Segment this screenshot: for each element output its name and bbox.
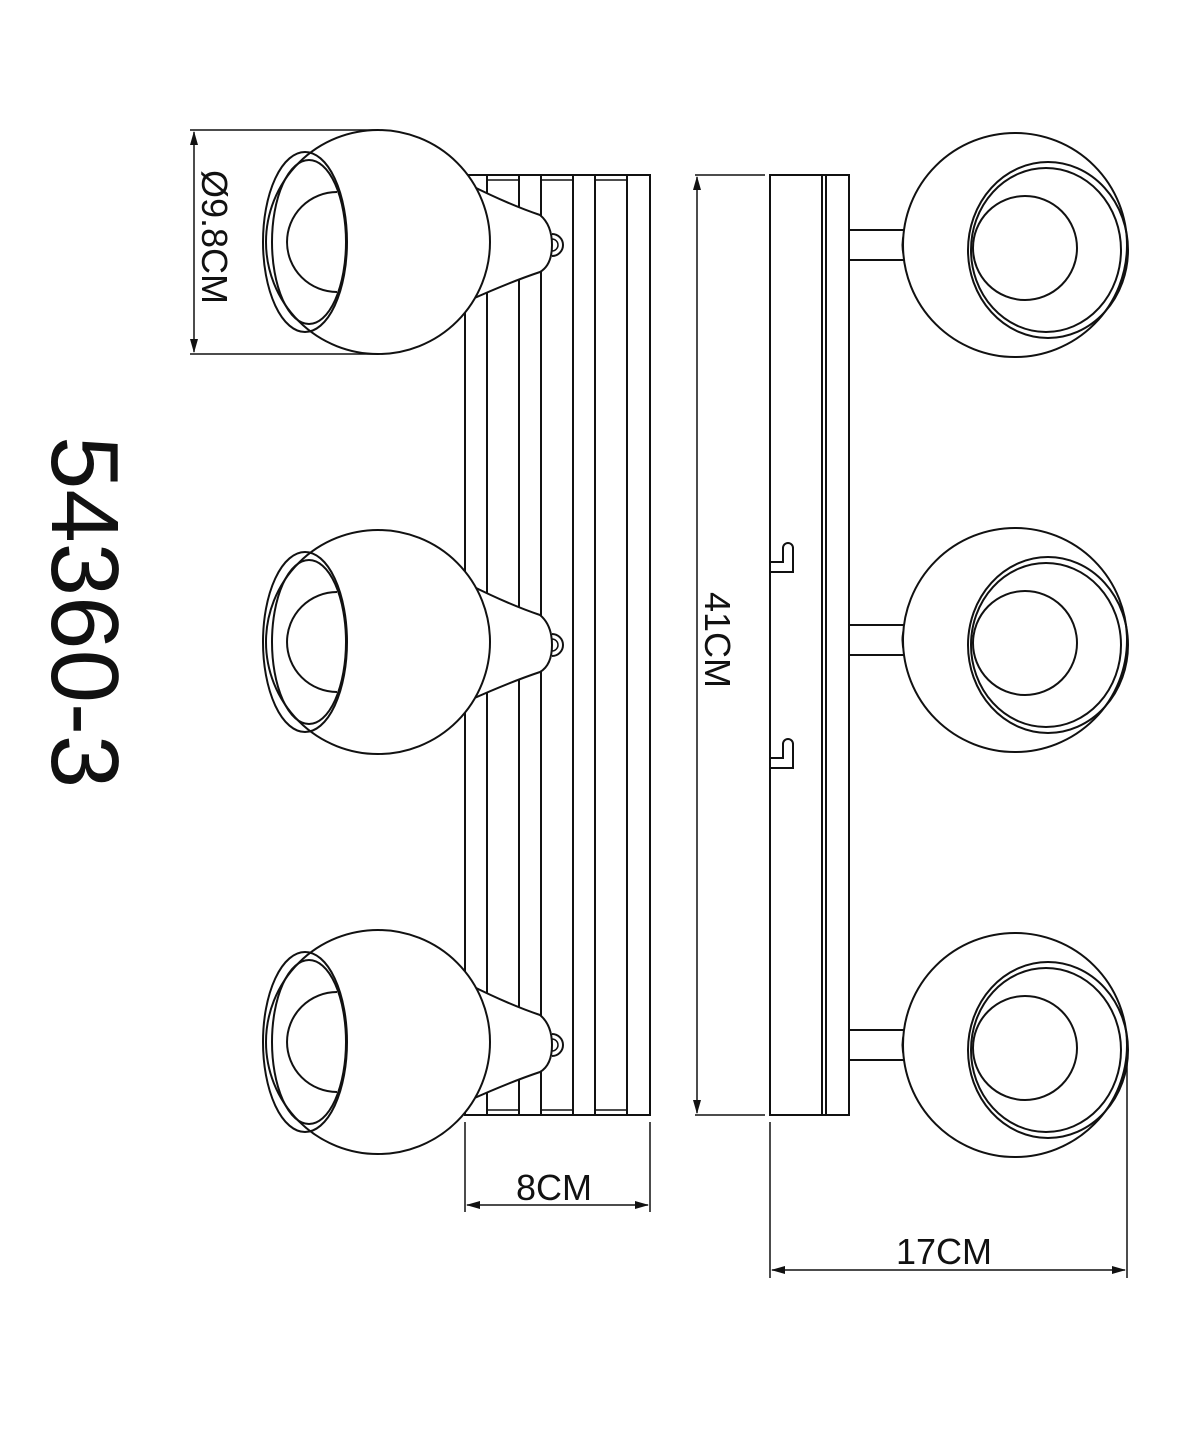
mounting-plate [769,174,850,1116]
projection-dimension [769,1058,1128,1278]
diameter-dimension [190,129,378,355]
model-number-label: 54360-3 [31,436,138,788]
base-width-dimension [464,1122,651,1212]
diameter-label: Ø9.8CM [194,170,235,304]
front-view [190,129,651,1212]
backplate-slats [464,174,651,1116]
mounting-hook-1 [770,542,794,573]
spotlight-front-1 [262,129,564,355]
base-width-label: 8CM [516,1167,592,1208]
spotlight-front-3 [262,929,564,1155]
mounting-hook-2 [770,738,794,769]
height-label: 41CM [697,592,738,688]
height-dimension [693,174,765,1116]
spotlight-side-2 [848,527,1129,753]
spotlight-side-1 [848,132,1129,358]
spotlight-front-2 [262,529,564,755]
spotlight-side-3 [848,932,1129,1158]
projection-label: 17CM [896,1231,992,1272]
side-view [693,132,1129,1278]
